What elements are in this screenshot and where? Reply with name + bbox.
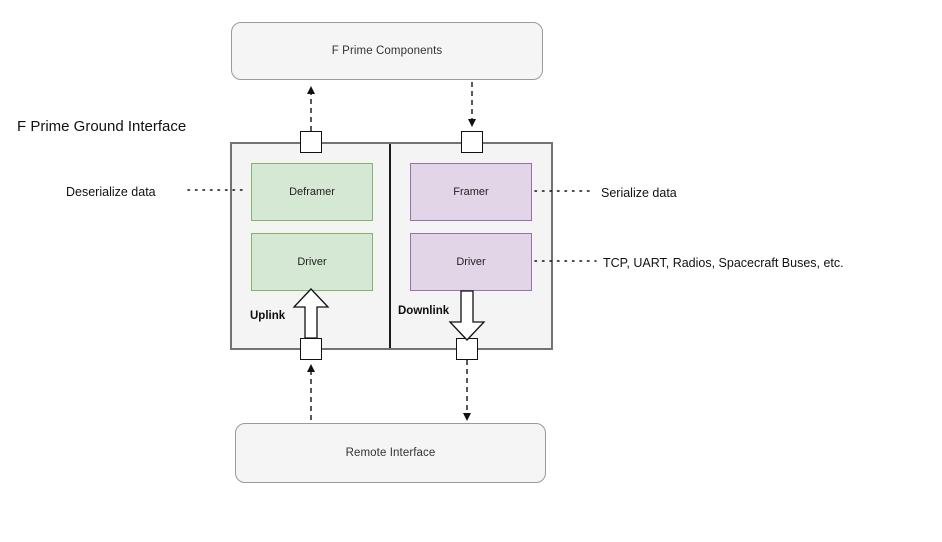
- f-prime-components-box[interactable]: F Prime Components: [231, 22, 543, 80]
- serialize-data-label: Serialize data: [601, 186, 677, 200]
- remote-interface-label: Remote Interface: [345, 447, 436, 459]
- transport-options-label: TCP, UART, Radios, Spacecraft Buses, etc…: [603, 256, 844, 270]
- uplink-driver-label: Driver: [297, 256, 327, 268]
- deframer-label: Deframer: [289, 186, 335, 198]
- downlink-flow-label: Downlink: [398, 305, 450, 317]
- framer-label: Framer: [453, 186, 489, 198]
- framer-box[interactable]: Framer: [410, 163, 532, 221]
- f-prime-components-label: F Prime Components: [331, 45, 443, 57]
- deframer-box[interactable]: Deframer: [251, 163, 373, 221]
- page-title: F Prime Ground Interface: [17, 118, 187, 135]
- uplink-flow-label: Uplink: [250, 310, 286, 322]
- deserialize-data-label: Deserialize data: [66, 185, 156, 199]
- uplink-downlink-divider: [389, 144, 391, 348]
- port-uplink-bottom[interactable]: [300, 338, 322, 360]
- port-downlink-bottom[interactable]: [456, 338, 478, 360]
- port-downlink-top[interactable]: [461, 131, 483, 153]
- port-uplink-top[interactable]: [300, 131, 322, 153]
- downlink-driver-label: Driver: [456, 256, 486, 268]
- uplink-driver-box[interactable]: Driver: [251, 233, 373, 291]
- downlink-driver-box[interactable]: Driver: [410, 233, 532, 291]
- remote-interface-box[interactable]: Remote Interface: [235, 423, 546, 483]
